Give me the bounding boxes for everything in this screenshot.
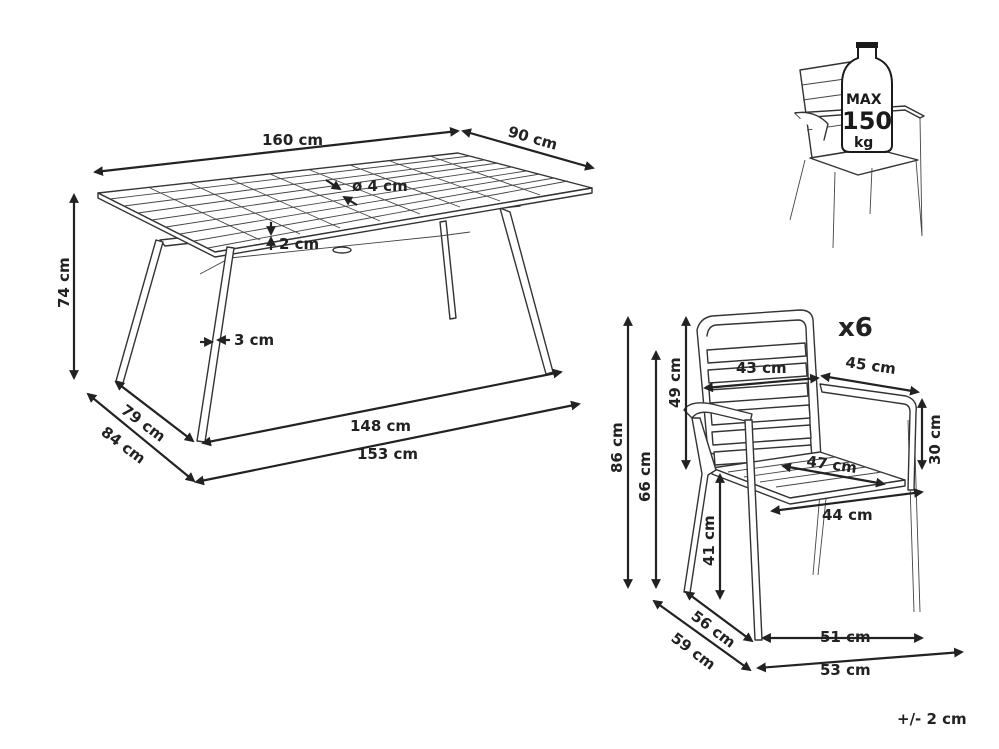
table-leg-back-right (499, 207, 554, 375)
label-chair-front-height: 66 cm (636, 451, 654, 502)
chair-leg-front-left (683, 417, 717, 594)
dim-line-84cm (86, 392, 196, 483)
label-table-span-length-inner: 148 cm (350, 417, 411, 435)
chair-back-slats (706, 342, 813, 466)
label-table-leg: 3 cm (234, 331, 274, 349)
badge-unit: kg (854, 135, 873, 151)
weight-icon (841, 45, 893, 153)
table-umbrella-hole (332, 246, 352, 254)
chair-dimension-lines (623, 316, 964, 673)
dim-line-53cm (756, 647, 964, 673)
label-table-slat-gap: 2 cm (279, 235, 319, 253)
dim-line-44cm (770, 488, 924, 515)
label-chair-width-outer: 53 cm (820, 661, 871, 679)
label-chair-arm-height: 30 cm (926, 414, 944, 465)
table-leg-front-left (115, 239, 164, 384)
label-chair-arm-depth: 45 cm (844, 353, 897, 378)
badge-weight: 150 (842, 107, 892, 135)
dim-line-90cm (461, 128, 595, 171)
label-chair-quantity: x6 (838, 313, 873, 343)
label-table-hole: ø 4 cm (352, 177, 408, 195)
small-chair-legs (789, 117, 923, 249)
label-chair-back-height: 49 cm (666, 357, 684, 408)
label-table-height: 74 cm (55, 257, 73, 308)
label-chair-seat-width: 44 cm (822, 506, 873, 524)
label-chair-seat-height: 41 cm (700, 515, 718, 566)
dim-line-43cm (703, 373, 820, 393)
dim-line-59cm (652, 599, 752, 672)
label-tolerance: +/- 2 cm (897, 710, 967, 728)
label-table-width: 90 cm (506, 123, 560, 154)
label-chair-back-width: 43 cm (736, 359, 787, 377)
table-cross-brace (199, 231, 471, 275)
dim-line-hole-b (342, 195, 358, 206)
chair-back-legs (812, 419, 921, 613)
small-chair-arm-left (794, 111, 829, 141)
dim-line-153cm (194, 400, 581, 486)
dim-line-45cm (820, 372, 920, 396)
label-table-length: 160 cm (262, 131, 323, 149)
table-leg-front-right (196, 246, 235, 443)
badge-max: MAX (846, 92, 882, 108)
label-chair-total-height: 86 cm (608, 422, 626, 473)
label-chair-width-inner: 51 cm (820, 628, 871, 646)
table-leg-back-left (439, 220, 457, 320)
label-table-span-length-outer: 153 cm (357, 445, 418, 463)
table-top-edge (97, 187, 593, 258)
table-dimension-lines (69, 126, 595, 486)
dim-line-47cm (781, 462, 886, 488)
dim-line-hole-a (325, 179, 342, 191)
chair-weight-icon: MAX 150 kg (789, 42, 925, 249)
dim-line-160cm (93, 126, 460, 177)
